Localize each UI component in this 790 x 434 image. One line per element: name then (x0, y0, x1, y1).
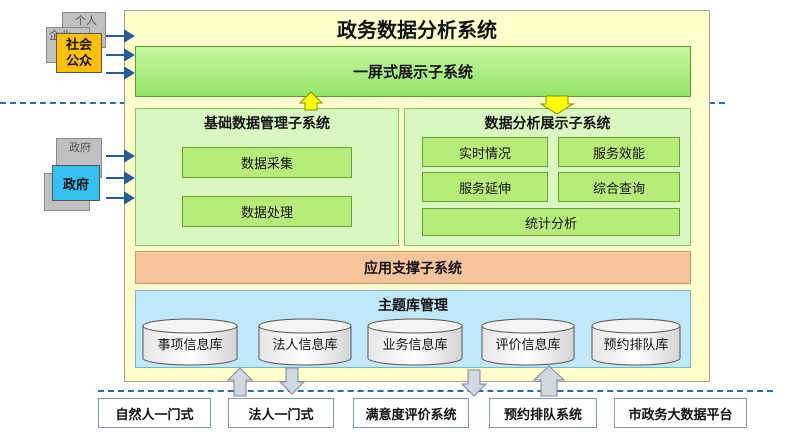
source-natural-person: 自然人一门式 (98, 398, 211, 428)
data-collection-box: 数据采集 (182, 147, 352, 178)
database-cylinder (142, 318, 238, 366)
system-title: 政务数据分析系统 (337, 19, 497, 42)
down-arrow-icon (278, 367, 306, 395)
basic-data-title: 基础数据管理子系统 (204, 115, 330, 131)
up-arrow-icon (226, 367, 254, 397)
source-satisfaction: 满意度评价系统 (353, 398, 469, 428)
realtime-box: 实时情况 (422, 137, 548, 167)
source-legal-person: 法人一门式 (228, 398, 334, 428)
comprehensive-query-box: 综合查询 (558, 172, 680, 202)
database-label-legal-person: 法人信息库 (272, 336, 338, 352)
database-cylinder (258, 318, 352, 366)
separator-bottom (98, 390, 773, 392)
right-arrow-icon (106, 29, 135, 205)
database-label-business: 业务信息库 (382, 336, 448, 352)
actor-public: 社会公众 (56, 33, 102, 73)
source-queue-system: 预约排队系统 (489, 398, 597, 428)
theme-db-title: 主题库管理 (378, 297, 448, 313)
database-label-evaluation: 评价信息库 (495, 336, 561, 352)
database-cylinder (481, 318, 575, 366)
database-cylinder (367, 318, 463, 366)
actor-public-label: 社会公众 (65, 37, 92, 68)
source-big-data-platform: 市政务大数据平台 (614, 398, 747, 428)
service-extension-box: 服务延伸 (422, 172, 548, 202)
service-efficiency-box: 服务效能 (558, 137, 680, 167)
actor-government: 政府 (52, 165, 100, 201)
display-subsystem-bar: 一屏式展示子系统 (135, 46, 691, 97)
down-arrow-icon (539, 95, 575, 115)
up-arrow-icon (532, 365, 566, 397)
database-cylinder (591, 318, 681, 366)
down-arrow-icon (460, 369, 488, 397)
data-processing-box: 数据处理 (182, 196, 352, 227)
up-arrow-icon (298, 91, 324, 111)
statistics-box: 统计分析 (422, 208, 680, 236)
database-label-matters: 事项信息库 (157, 336, 223, 352)
database-label-queue: 预约排队库 (603, 336, 669, 352)
support-subsystem-bar: 应用支撑子系统 (135, 251, 691, 284)
analysis-display-title: 数据分析展示子系统 (484, 115, 611, 131)
